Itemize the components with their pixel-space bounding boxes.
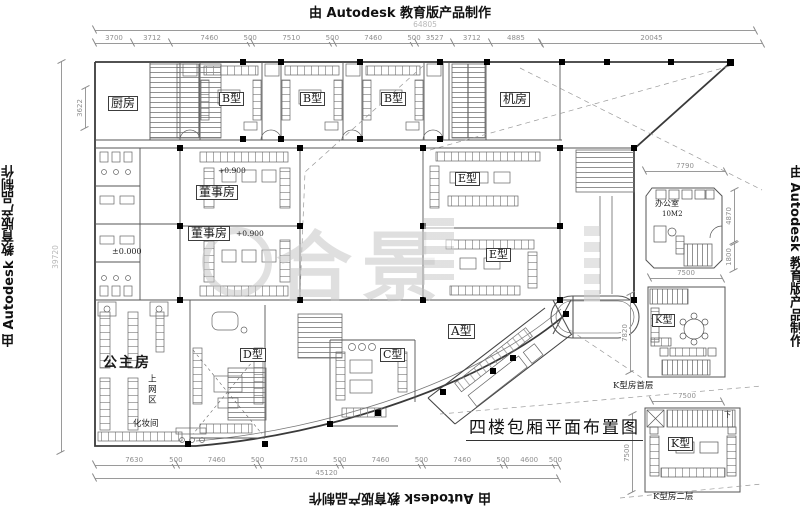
dimension-segment: 4600 (505, 456, 553, 466)
room-label-c: C型 (380, 348, 406, 363)
dimension-segment: 7500 (652, 392, 722, 402)
room-label-office-area: 10M2 (662, 210, 683, 218)
room-label-internet-zone: 上网区 (146, 374, 157, 406)
room-label-director2: 董事房 (188, 226, 231, 242)
room-label-princess: 公主房 (103, 355, 151, 371)
dimension-segment: 45120 (95, 469, 558, 479)
dimension-segment: 7820 (621, 294, 631, 372)
room-label-kitchen: 厨房 (108, 96, 139, 112)
room-label-a: A型 (448, 324, 475, 340)
service-fixtures (99, 151, 135, 297)
room-label-k2: K型 (668, 437, 694, 452)
dimension-segment: 500 (547, 456, 564, 466)
office-plan (645, 187, 723, 269)
dimension-segment: 64805 (95, 20, 755, 31)
dimension-segment: 3712 (132, 34, 172, 44)
dim-office-width: 7790 (645, 162, 725, 172)
dimension-segment: 7500 (650, 269, 722, 279)
room-label-e2: E型 (486, 248, 512, 263)
dimension-segment: 20045 (541, 34, 762, 44)
dimension-segment: 7460 (178, 456, 255, 466)
autodesk-banner-right: 由 Autodesk 教育版产品制作 (787, 164, 800, 348)
elevation-director2: +0.900 (236, 229, 264, 238)
dimension-segment: 4870 (725, 190, 735, 242)
dim-k1-width: 7500 (652, 392, 722, 402)
b-room-furniture (200, 65, 424, 131)
dimension-segment: 3700 (95, 34, 133, 44)
watermark-partial-glyph (424, 218, 454, 280)
watermark-text: 合景 (276, 223, 448, 312)
dimension-segment: 7630 (95, 456, 174, 466)
room-label-director1: 董事房 (196, 185, 239, 201)
dimension-segment: 7460 (423, 456, 501, 466)
room-label-b3: B型 (381, 92, 407, 107)
dim-top-total: 64805 (95, 20, 755, 31)
dimension-segment: 3527 (416, 34, 453, 44)
dim-office-height: 4870 (725, 190, 735, 242)
autodesk-banner-left: 由 Autodesk 教育版产品制作 (2, 164, 17, 348)
stairs (149, 63, 736, 428)
watermark-logo (202, 227, 272, 297)
dimension-segment: 7460 (342, 456, 419, 466)
stair-down-label: 下 (724, 411, 731, 419)
dimension-segment: 7510 (260, 456, 338, 466)
dim-office-stair: 1800 (725, 244, 735, 270)
room-label-makeup: 化妆间 (133, 419, 159, 429)
caption-k1: K型房首层 (613, 381, 654, 391)
room-label-k1: K型 (652, 314, 676, 327)
princess-room-furniture (97, 301, 207, 443)
room-label-d: D型 (240, 348, 266, 363)
dimension-segment: 7790 (645, 162, 725, 172)
dim-left-upper: 3622 (76, 88, 86, 128)
c-room-furniture (335, 343, 408, 418)
columns (177, 59, 734, 447)
elevation-director1: +0.900 (218, 166, 246, 175)
dimension-segment: 7510 (252, 34, 330, 44)
room-label-b1: B型 (219, 92, 245, 107)
dim-bottom-total: 45120 (95, 469, 558, 479)
dimension-segment: 3712 (452, 34, 491, 44)
dimension-segment: 7460 (334, 34, 412, 44)
d-room-furniture (192, 311, 264, 435)
dimension-segment: 1800 (725, 244, 735, 270)
room-label-b2: B型 (300, 92, 326, 107)
elevation-zero: ±0.000 (112, 247, 142, 256)
autodesk-banner-top: 由 Autodesk 教育版产品制作 (308, 6, 492, 21)
a-room-furniture (454, 327, 544, 407)
watermark-partial-glyph (584, 226, 600, 302)
dimension-segment: 39720 (51, 62, 62, 452)
drawing-title: 四楼包厢平面布置图 (466, 413, 643, 441)
dimension-segment: 3622 (76, 88, 86, 128)
dim-left-total: 39720 (51, 62, 62, 452)
dim-top-right: 20045 (541, 34, 762, 44)
dimension-segment: 4885 (490, 34, 541, 44)
caption-k2: K型房二层 (653, 492, 694, 502)
autodesk-banner-bottom: 由 Autodesk 教育版产品制作 (308, 490, 492, 505)
dimension-segment: 7460 (171, 34, 248, 44)
dim-k1-height: 7820 (621, 294, 631, 372)
room-label-machine: 机房 (500, 92, 531, 108)
room-label-e1: E型 (455, 172, 481, 187)
dim-office-bottom: 7500 (650, 269, 722, 279)
room-label-office: 办公室 (655, 199, 679, 208)
a-room-walls (427, 307, 573, 425)
e-room-furniture (429, 151, 541, 296)
